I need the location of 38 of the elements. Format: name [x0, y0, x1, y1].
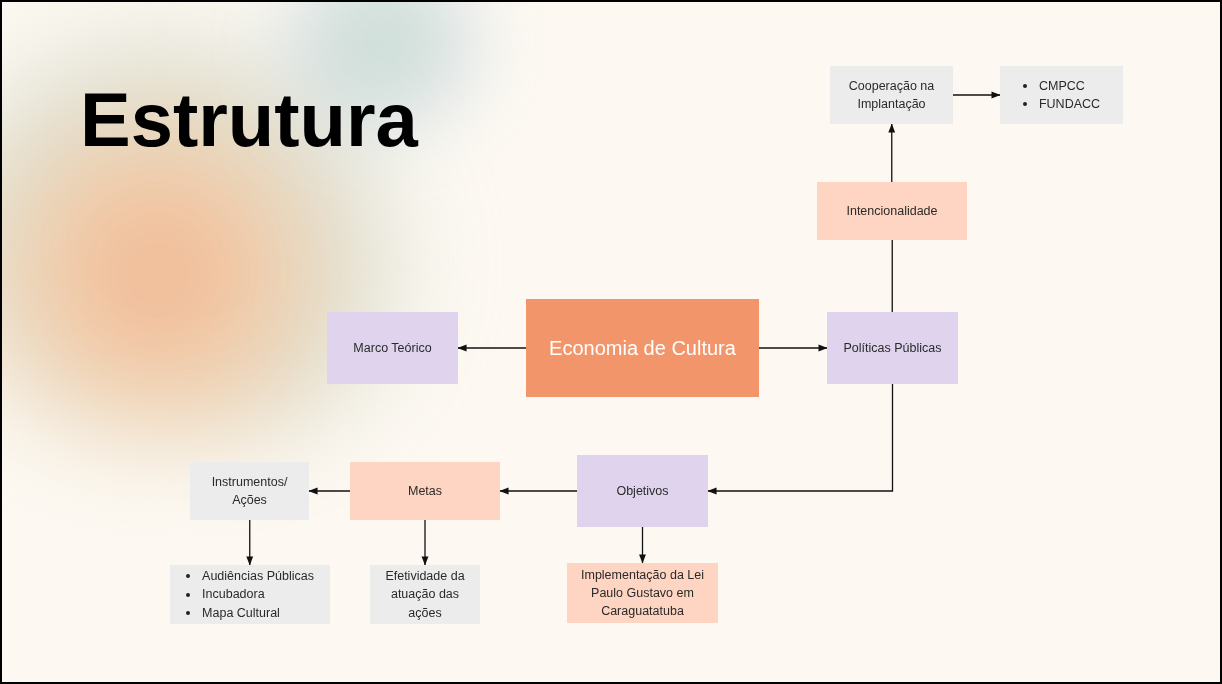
process-box — [827, 312, 958, 384]
process-box — [817, 182, 967, 240]
arrow — [499, 487, 578, 495]
arrow — [758, 344, 828, 352]
arrow — [707, 383, 894, 495]
list-item: Mapa Cultural — [202, 604, 280, 622]
arrow — [308, 487, 351, 495]
list-item: CMPCC — [1038, 77, 1085, 95]
arrow — [952, 91, 1001, 99]
process-box — [830, 66, 953, 124]
arrow — [639, 526, 646, 564]
box-label: Economia de Cultura — [549, 335, 736, 361]
box-label: Objetivos — [616, 482, 669, 500]
process-box — [567, 563, 718, 623]
arrow — [421, 519, 429, 566]
arrow — [888, 123, 896, 183]
box-label: Marco Teórico — [353, 339, 432, 357]
central-box — [526, 299, 759, 397]
box-label: Instrumentos/ Ações — [210, 473, 289, 509]
box-label: Efetividade da atuação das ações — [384, 568, 466, 622]
box-label: Políticas Públicas — [843, 339, 942, 357]
list-item: FUNDACC — [1038, 96, 1101, 113]
box-label: Implementação da Lei Paulo Gustavo em Caraguatatuba — [580, 566, 705, 621]
slide-title: Estrutura — [80, 82, 418, 158]
process-box — [1000, 66, 1123, 124]
list-item: Audiências Públicas — [202, 568, 314, 586]
process-box — [190, 462, 309, 520]
list-item: Incubadora — [202, 586, 265, 604]
arrow — [246, 519, 254, 566]
process-box — [370, 565, 480, 624]
arrow — [457, 344, 527, 352]
process-box — [170, 565, 330, 624]
box-label: Intencionalidade — [846, 202, 938, 220]
process-box — [350, 462, 500, 520]
box-label: Cooperação na Implantação — [847, 77, 936, 113]
process-box — [577, 455, 708, 527]
process-box — [327, 312, 458, 384]
box-label: Metas — [407, 482, 442, 500]
